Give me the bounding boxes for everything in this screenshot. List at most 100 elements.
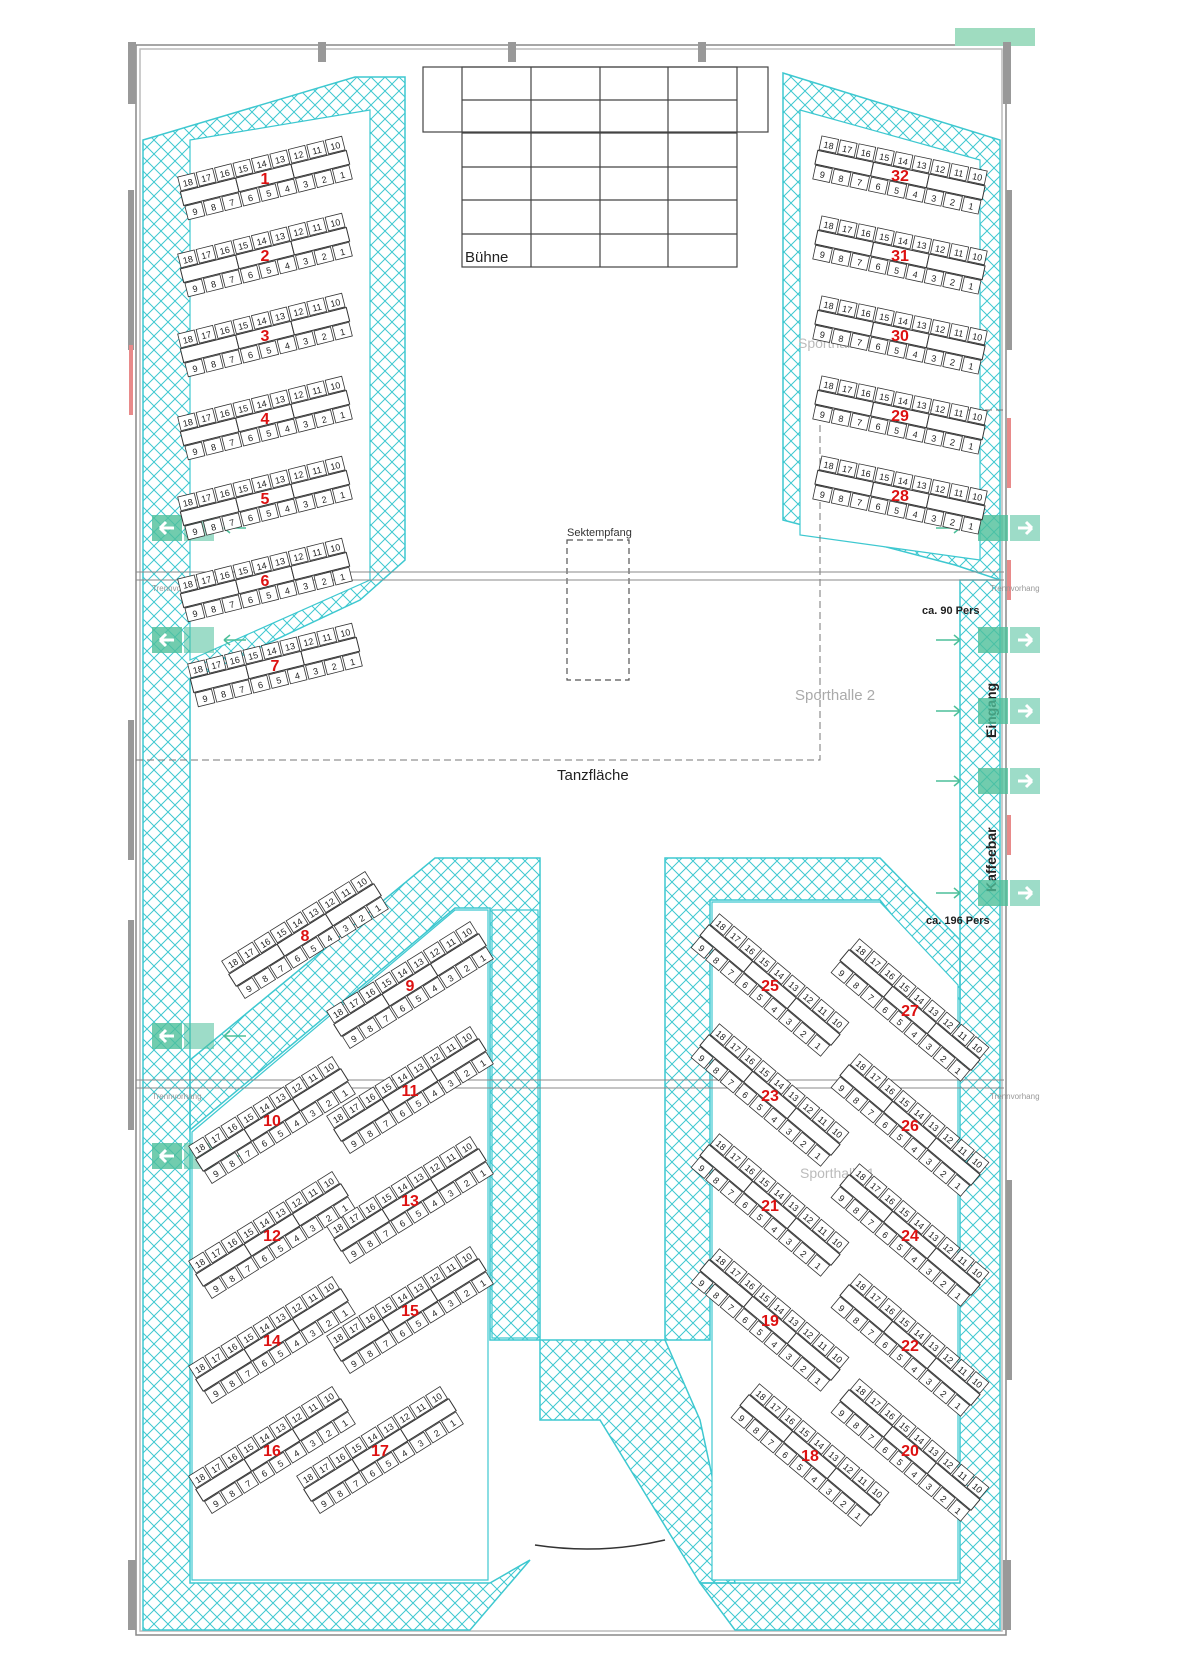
seat-number: 15 [380,976,394,990]
seat [214,163,235,182]
seat [768,1182,792,1205]
seat-number: 15 [797,1425,811,1439]
seat-number: 18 [182,334,194,346]
seat [930,319,951,338]
seat [195,487,217,507]
seat [859,985,883,1009]
seat-number: 10 [355,876,369,890]
exit-sign [936,627,1040,653]
seat-number: 6 [247,595,254,606]
seat-number: 14 [396,1291,410,1305]
seat-number: 11 [311,222,322,234]
seat-number: 16 [883,1303,897,1317]
seat-number: 17 [728,1151,742,1165]
seat [932,1271,956,1295]
seat-number: 1 [813,1041,823,1052]
seat [768,1072,792,1095]
seat [967,407,988,426]
seat [768,1297,792,1320]
seat [724,1260,748,1284]
seat [296,1466,320,1489]
seat [236,1106,260,1129]
capacity-bottom-label: ca. 196 Pers [926,915,990,927]
seat [753,1059,777,1083]
seat [220,1371,244,1394]
table-number: 3 [261,328,270,345]
seat [236,1436,260,1459]
seat-number: 18 [182,417,194,429]
seat [438,931,462,954]
seat-number: 4 [912,509,919,520]
reception-area [566,539,630,681]
seat [830,408,852,427]
seat [374,971,398,994]
seat [204,1241,228,1264]
seat [454,1171,478,1194]
seat [911,235,932,254]
seat [690,1156,714,1180]
seat [295,251,316,270]
table-board [290,306,351,336]
seat [951,1023,975,1047]
seat-number: 6 [740,980,750,991]
seat-number: 1 [968,201,975,212]
seat [214,483,235,502]
seat-number: 15 [757,1065,771,1079]
seat-number: 13 [274,154,286,166]
seat [847,1503,871,1527]
seat-number: 8 [210,359,217,370]
table-board [429,1258,487,1302]
seat-number: 10 [870,1486,884,1500]
seat-number: 16 [883,1083,897,1097]
seat-number: 17 [841,464,853,476]
seat-number: 13 [916,319,928,331]
seat [812,324,833,343]
seat [874,1112,898,1136]
seat-number: 15 [878,231,890,243]
seat [903,1462,927,1486]
seat [313,246,335,266]
seat [967,327,988,346]
seat [284,1441,308,1464]
seat [886,340,908,359]
seat [252,1131,276,1154]
seat [855,303,877,322]
seat [184,278,206,298]
seat-number: 14 [256,560,268,572]
seat [220,1266,244,1289]
seat-number: 17 [868,1071,882,1085]
seat-number: 6 [875,341,882,352]
seat [440,1411,464,1434]
seat-number: 12 [290,1196,304,1210]
seat-number: 12 [292,226,304,238]
seat [942,432,963,451]
seat-number: 14 [258,1321,272,1335]
seat [866,1480,890,1504]
seat [908,1427,932,1450]
seat [888,1125,912,1148]
seat [905,264,926,283]
seat [202,517,224,536]
seat-number: 8 [220,689,227,700]
table-number: 28 [891,488,909,505]
seat [317,891,341,914]
seat [763,1107,787,1131]
seat-number: 13 [274,1311,288,1325]
seat-number: 14 [266,645,278,657]
seat [911,475,932,494]
seat-number: 4 [284,183,291,194]
seat [849,938,873,962]
seat [886,500,908,519]
seat [937,1126,961,1150]
seat [849,1378,873,1402]
seat-number: 1 [339,410,346,421]
seat [908,1102,932,1125]
seat-number: 9 [349,1358,359,1369]
building-walls [135,44,1007,1636]
seat [967,167,988,186]
seat [328,1481,352,1504]
seat [184,603,206,623]
